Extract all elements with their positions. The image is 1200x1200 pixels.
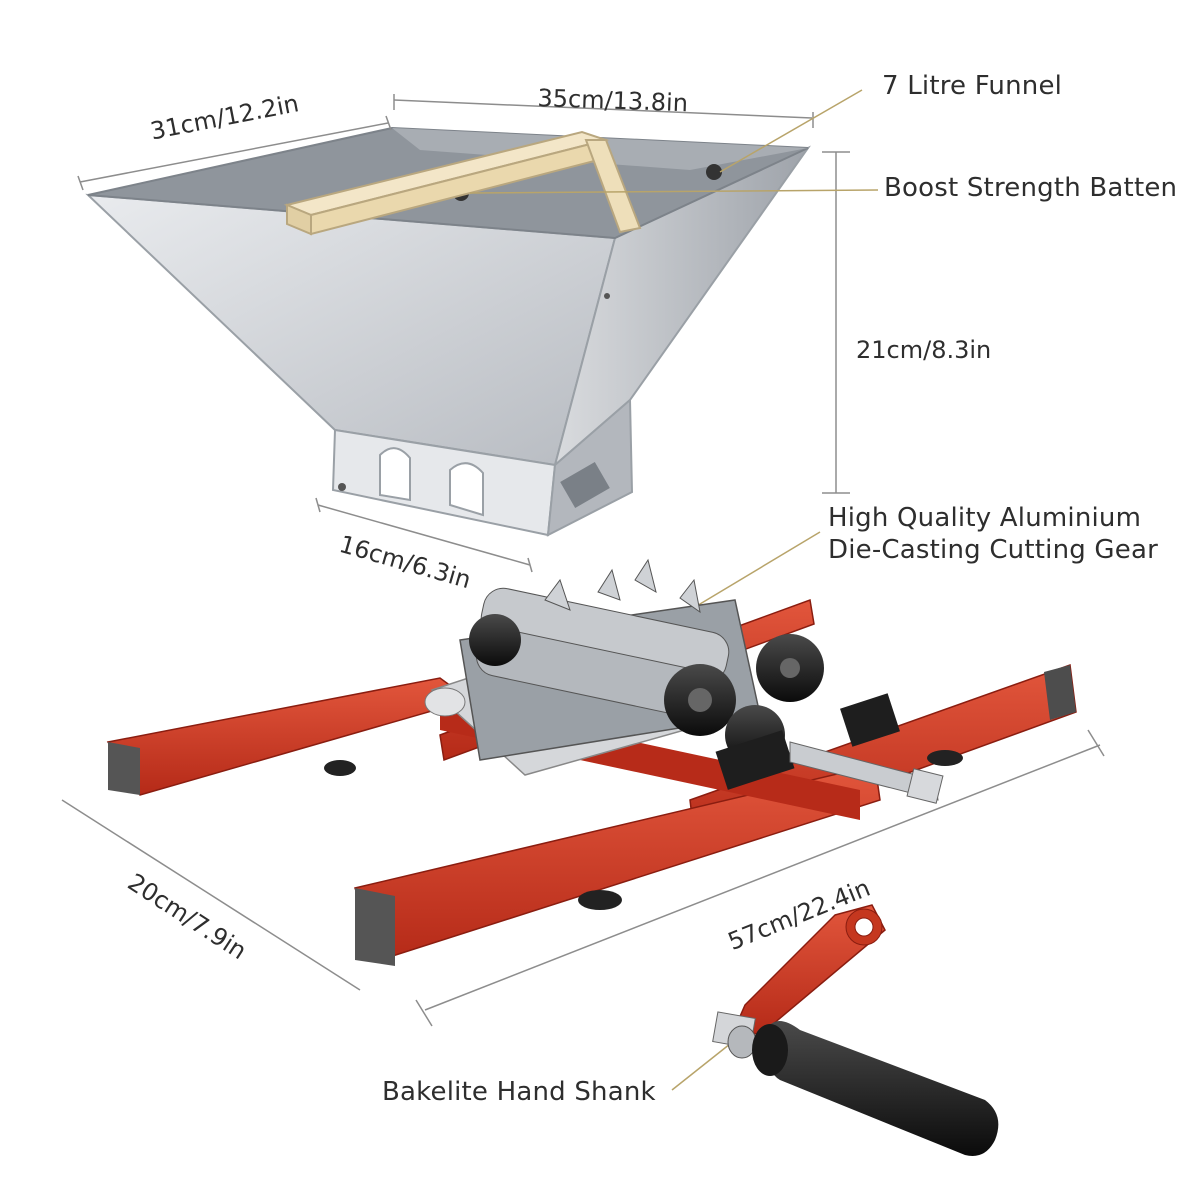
handle-callout: Bakelite Hand Shank bbox=[382, 1077, 656, 1107]
hopper bbox=[85, 126, 811, 537]
funnel-callout: 7 Litre Funnel bbox=[882, 71, 1063, 101]
hand-crank bbox=[712, 904, 999, 1156]
callout-lines bbox=[469, 89, 879, 1091]
batten-callout: Boost Strength Batten bbox=[884, 173, 1178, 203]
dim-hopper-width: 35cm/13.8in bbox=[537, 84, 689, 118]
gear-callout-line-1: High Quality Aluminium bbox=[828, 503, 1142, 533]
dim-hopper-height: 21cm/8.3in bbox=[856, 336, 992, 364]
cutting-gear-assembly bbox=[459, 558, 944, 804]
dimension-lines bbox=[61, 94, 1105, 1027]
hopper-front-face bbox=[85, 193, 617, 467]
gear-callout-line-2: Die-Casting Cutting Gear bbox=[828, 535, 1158, 565]
wood-batten bbox=[283, 130, 642, 236]
